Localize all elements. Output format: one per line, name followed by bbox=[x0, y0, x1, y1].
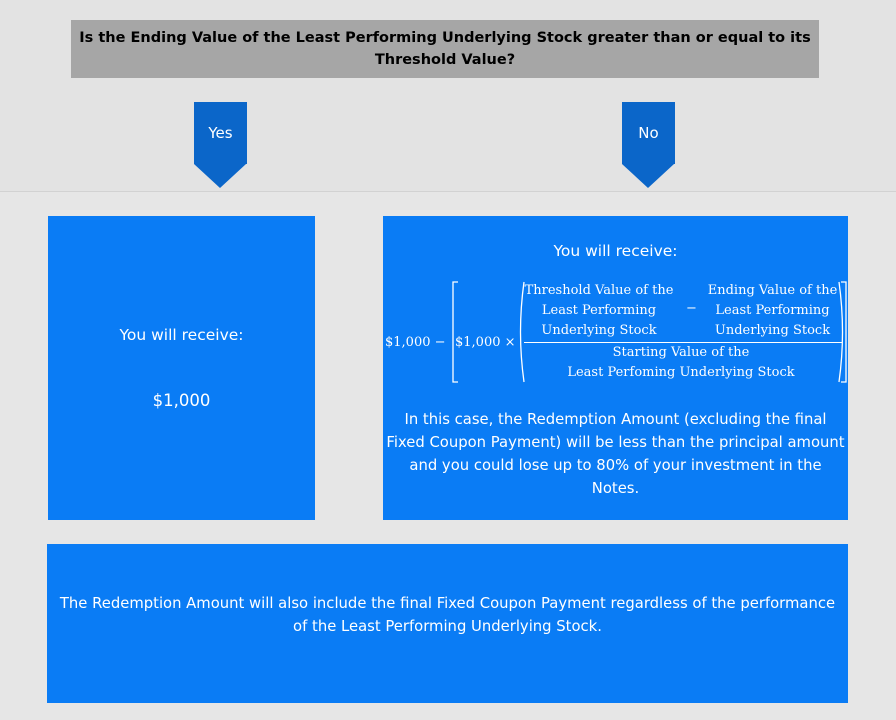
formula-factor: $1,000 × bbox=[455, 335, 516, 350]
coupon-note: The Redemption Amount will also include … bbox=[47, 592, 848, 638]
no-note: In this case, the Redemption Amount (exc… bbox=[383, 408, 848, 500]
no-note-line-2: Fixed Coupon Payment) will be less than … bbox=[386, 434, 845, 451]
yes-outcome-box: You will receive: $1,000 bbox=[48, 216, 315, 520]
question-line-2: Threshold Value? bbox=[374, 52, 516, 68]
left-bracket-icon bbox=[452, 281, 458, 383]
formula-minus: − bbox=[686, 301, 697, 316]
no-note-line-4: Notes. bbox=[591, 480, 640, 497]
fraction-bar bbox=[524, 342, 842, 343]
no-arrow-tip bbox=[622, 164, 674, 188]
threshold-line-1: Threshold Value of the bbox=[524, 283, 674, 298]
ending-line-1: Ending Value of the bbox=[707, 283, 838, 298]
denominator-line-1: Starting Value of the bbox=[612, 345, 750, 360]
question-box: Is the Ending Value of the Least Perform… bbox=[71, 20, 819, 78]
threshold-line-3: Underlying Stock bbox=[541, 323, 657, 338]
band-divider bbox=[0, 191, 896, 192]
yes-arrow-tip bbox=[194, 164, 246, 188]
coupon-note-line-2: of the Least Performing Underlying Stock… bbox=[293, 618, 602, 635]
coupon-note-box: The Redemption Amount will also include … bbox=[47, 544, 848, 703]
yes-label: Yes bbox=[194, 102, 247, 164]
coupon-note-line-1: The Redemption Amount will also include … bbox=[59, 595, 836, 612]
no-note-line-1: In this case, the Redemption Amount (exc… bbox=[404, 411, 827, 428]
right-bracket-icon bbox=[841, 281, 847, 383]
ending-term: Ending Value of the Least Performing Und… bbox=[701, 281, 844, 341]
yes-arrow: Yes bbox=[194, 102, 247, 188]
denominator-line-2: Least Perfoming Underlying Stock bbox=[567, 365, 795, 380]
yes-heading: You will receive: bbox=[119, 326, 244, 344]
question-line-1: Is the Ending Value of the Least Perform… bbox=[79, 30, 811, 46]
no-outcome-box: You will receive: $1,000 − $1,000 × Thre… bbox=[383, 216, 848, 520]
formula-lead: $1,000 − bbox=[385, 335, 446, 350]
ending-line-3: Underlying Stock bbox=[714, 323, 831, 338]
threshold-term: Threshold Value of the Least Performing … bbox=[521, 281, 677, 341]
yes-amount: $1,000 bbox=[152, 391, 211, 410]
no-arrow: No bbox=[622, 102, 675, 188]
no-heading: You will receive: bbox=[553, 242, 678, 260]
left-paren-icon bbox=[519, 281, 525, 383]
denominator-term: Starting Value of the Least Perfoming Un… bbox=[524, 343, 838, 383]
ending-line-2: Least Performing bbox=[715, 303, 830, 318]
no-label: No bbox=[622, 102, 675, 164]
no-note-line-3: and you could lose up to 80% of your inv… bbox=[409, 457, 822, 474]
threshold-line-2: Least Performing bbox=[541, 303, 657, 318]
right-paren-icon bbox=[838, 281, 844, 383]
